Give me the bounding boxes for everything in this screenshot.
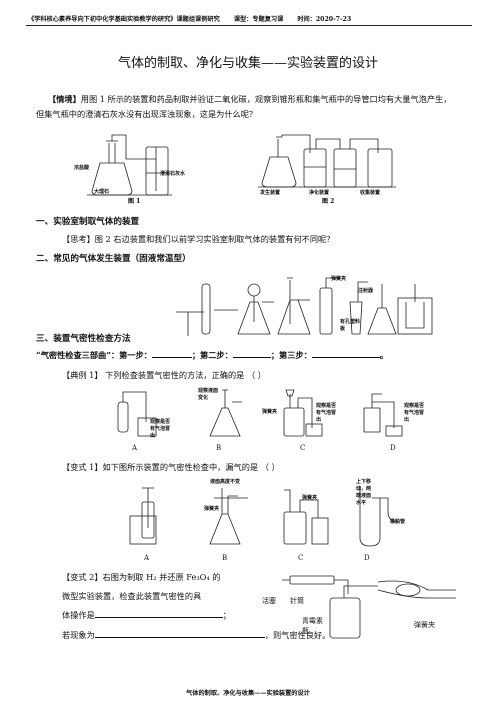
- var1-option-a: A: [144, 554, 150, 562]
- operation-blank: [94, 617, 223, 618]
- var1-label-move: 上下移动，两端液面水平: [356, 479, 372, 506]
- page-title: 气体的制取、净化与收集——实验装置的设计: [117, 56, 378, 71]
- section-1-think: 【思考】图 2 右边装置和我们以前学习实验室制取气体的装置有何不同呢？: [62, 234, 335, 244]
- ex1-label-a: 观察是否有气泡冒出: [150, 419, 171, 439]
- variant-2-figure: [282, 575, 456, 639]
- gen-label-clamp: 弹簧夹: [331, 276, 347, 282]
- example-1-figures: [117, 389, 403, 437]
- var2-label-syringe: 针筒: [290, 597, 304, 605]
- variant-2-line1: 【变式 2】右图为制取 H₂ 并还原 Fe₃O₄ 的: [62, 572, 221, 582]
- figure-1-apparatus: [87, 134, 172, 196]
- var1-option-b: B: [222, 554, 228, 562]
- situation-label: 【情境】: [48, 94, 81, 104]
- var1-label-clamp-c: 弹簧夹: [302, 495, 318, 501]
- page-header: 《学科核心素养导向下初中化学基础实验教学的研究》课题组课例研究 课型：专题复习课…: [28, 14, 468, 23]
- variant-2-line3-text: 体操作是: [62, 610, 95, 620]
- situation-text: 用图 1 所示的装置和药品制取并验证二氧化碳，观察到锥形瓶和集气瓶中的导管口均有…: [36, 94, 452, 119]
- ex1-label-clamp: 弹簧夹: [262, 409, 278, 415]
- header-type: 课型：专题复习课: [233, 16, 284, 23]
- variant-2-line3: 体操作是 ；: [62, 608, 282, 623]
- section-2-heading: 二、常见的气体发生装置（固液常温型）: [36, 254, 191, 264]
- ex1-option-b: B: [216, 444, 222, 452]
- section-3-heading: 三、装置气密性检查方法: [36, 334, 131, 344]
- fig2-label-purifier: 净化装置: [309, 190, 330, 196]
- var1-label-clamp-b: 弹簧夹: [204, 506, 220, 512]
- step3-blank: [311, 357, 380, 358]
- variant-2-line4-text: 若现象为: [62, 630, 95, 640]
- phenomenon-blank: [94, 637, 265, 638]
- situation-paragraph: 【情境】用图 1 所示的装置和药品制取并验证二氧化碳，观察到锥形瓶和集气瓶中的导…: [36, 92, 456, 122]
- three-steps-3: ；第三步：: [270, 350, 312, 360]
- variant-1-question: 【变式 1】如下图所示装置的气密性检查中，漏气的是 （ ）: [62, 462, 280, 472]
- var1-option-c: C: [298, 554, 304, 562]
- header-project: 《学科核心素养导向下初中化学基础实验教学的研究》课题组课例研究: [28, 16, 220, 23]
- var1-option-d: D: [364, 554, 370, 562]
- page-footer: 气体的制取、净化与收集——实验装置的设计: [186, 690, 310, 697]
- ex1-label-b: 观察液面变化: [198, 388, 219, 401]
- fig1-label-marble: 大理石: [94, 189, 110, 195]
- step2-blank: [232, 357, 271, 358]
- variant-2-line4: 若现象为 ，则气密性良好。: [62, 628, 392, 643]
- example-1-question: 【典例 1】 下列检查装置气密性的方法，正确的是 （ ）: [62, 370, 266, 380]
- var2-label-vial: 青霉素瓶: [302, 617, 323, 635]
- gen-label-syringe: 注射器: [358, 288, 374, 294]
- fig2-label-generator: 发生装置: [260, 190, 281, 196]
- variant-2-line4-end: ，则气密性良好。: [264, 630, 331, 640]
- header-rule: [26, 25, 472, 26]
- variant-2-line3-end: ；: [222, 610, 231, 620]
- header-date: 时间：2020-7-23: [297, 16, 352, 23]
- step1-blank: [151, 357, 192, 358]
- section-1-heading: 一、实验室制取气体的装置: [36, 217, 140, 227]
- var2-label-clamp: 弹簧夹: [414, 621, 435, 629]
- gen-label-plate: 有孔塑料板: [340, 319, 361, 332]
- ex1-option-d: D: [390, 444, 396, 452]
- figure-2-apparatus: [258, 134, 396, 188]
- var2-label-piston: 活塞: [262, 597, 276, 605]
- ex1-option-c: C: [300, 444, 306, 452]
- var1-label-level: 液面高度不变: [210, 479, 241, 485]
- generator-devices: [176, 277, 433, 336]
- variant-1-figures: [129, 486, 401, 547]
- fig1-label-limewater: 澄清石灰水: [160, 171, 186, 177]
- fig2-caption: 图 2: [322, 198, 335, 205]
- fig1-caption: 图 1: [128, 198, 141, 205]
- three-steps-line: “气密性检查三部曲”：第一步： ；第二步： ；第三步： 。: [36, 348, 476, 363]
- ex1-option-a: A: [132, 444, 138, 452]
- var1-label-tube: 橡胶管: [390, 519, 406, 525]
- three-steps-end: 。: [379, 350, 388, 360]
- three-steps-prefix: “气密性检查三部曲”：第一步：: [36, 350, 152, 360]
- fig1-label-hcl: 浓盐酸: [74, 165, 90, 171]
- three-steps-2: ；第二步：: [191, 350, 233, 360]
- fig2-label-collector: 收集装置: [360, 190, 381, 196]
- ex1-label-c: 观察是否有气泡冒出: [316, 403, 337, 423]
- ex1-label-d: 观察是否有气泡冒出: [404, 403, 425, 423]
- variant-2-line2: 微型实验装置，检查此装置气密性的具: [62, 591, 202, 601]
